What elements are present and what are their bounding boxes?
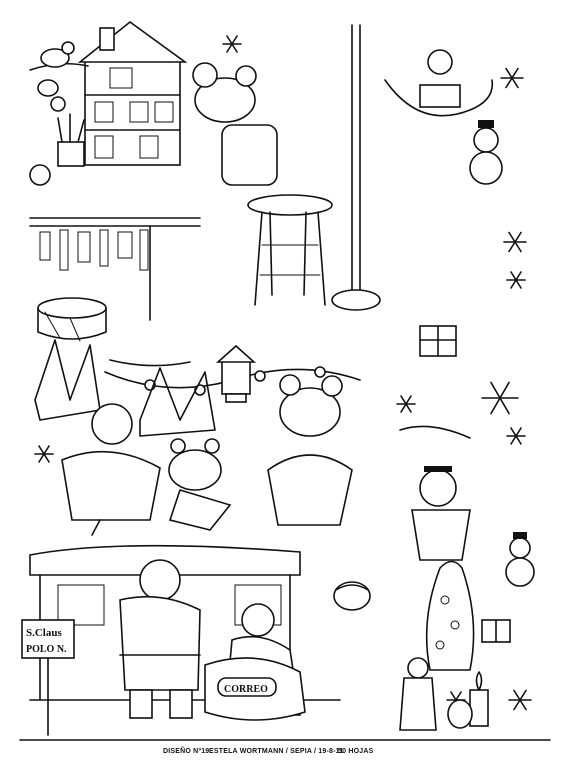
- snowman-right: [505, 532, 535, 587]
- mouse-dancer-center: [168, 438, 232, 531]
- flower-pot: [399, 425, 471, 561]
- mail-sack: [204, 657, 306, 721]
- santa-figurine: [399, 657, 437, 731]
- design-number: DISEÑO Nº19: [163, 746, 209, 755]
- dollhouse: [77, 20, 188, 166]
- candle: [447, 671, 489, 729]
- sheet-count: 50 HOJAS: [338, 748, 374, 755]
- bird-on-branch: [29, 41, 89, 112]
- santa-claus: [119, 559, 201, 719]
- christmas-pudding: [333, 581, 371, 611]
- snowman-top-right: [469, 120, 503, 185]
- sign-post: [21, 619, 75, 736]
- gift-box: [419, 325, 511, 643]
- lantern: [215, 344, 257, 403]
- paintbrush-cup: [29, 113, 85, 186]
- tool-workbench: [29, 217, 201, 321]
- toy-drum: [37, 297, 107, 342]
- mailbag-label: CORREO: [224, 684, 268, 695]
- mouse-dancer-right: [267, 374, 353, 526]
- decorated-tree: [425, 560, 475, 671]
- sign-north-pole: POLO N.: [26, 644, 67, 655]
- pine-bush: [34, 339, 216, 437]
- snowflake-icon: [34, 35, 532, 711]
- artist-credits: ESTELA WORTMANN / SEPIA / 19-8-11: [209, 748, 343, 755]
- sleigh: [384, 49, 494, 117]
- mouse-dancer-left: [61, 403, 161, 536]
- candle-pole: [331, 24, 381, 311]
- mouse-on-stool: [192, 62, 333, 306]
- sign-santa-name: S.Claus: [26, 627, 62, 639]
